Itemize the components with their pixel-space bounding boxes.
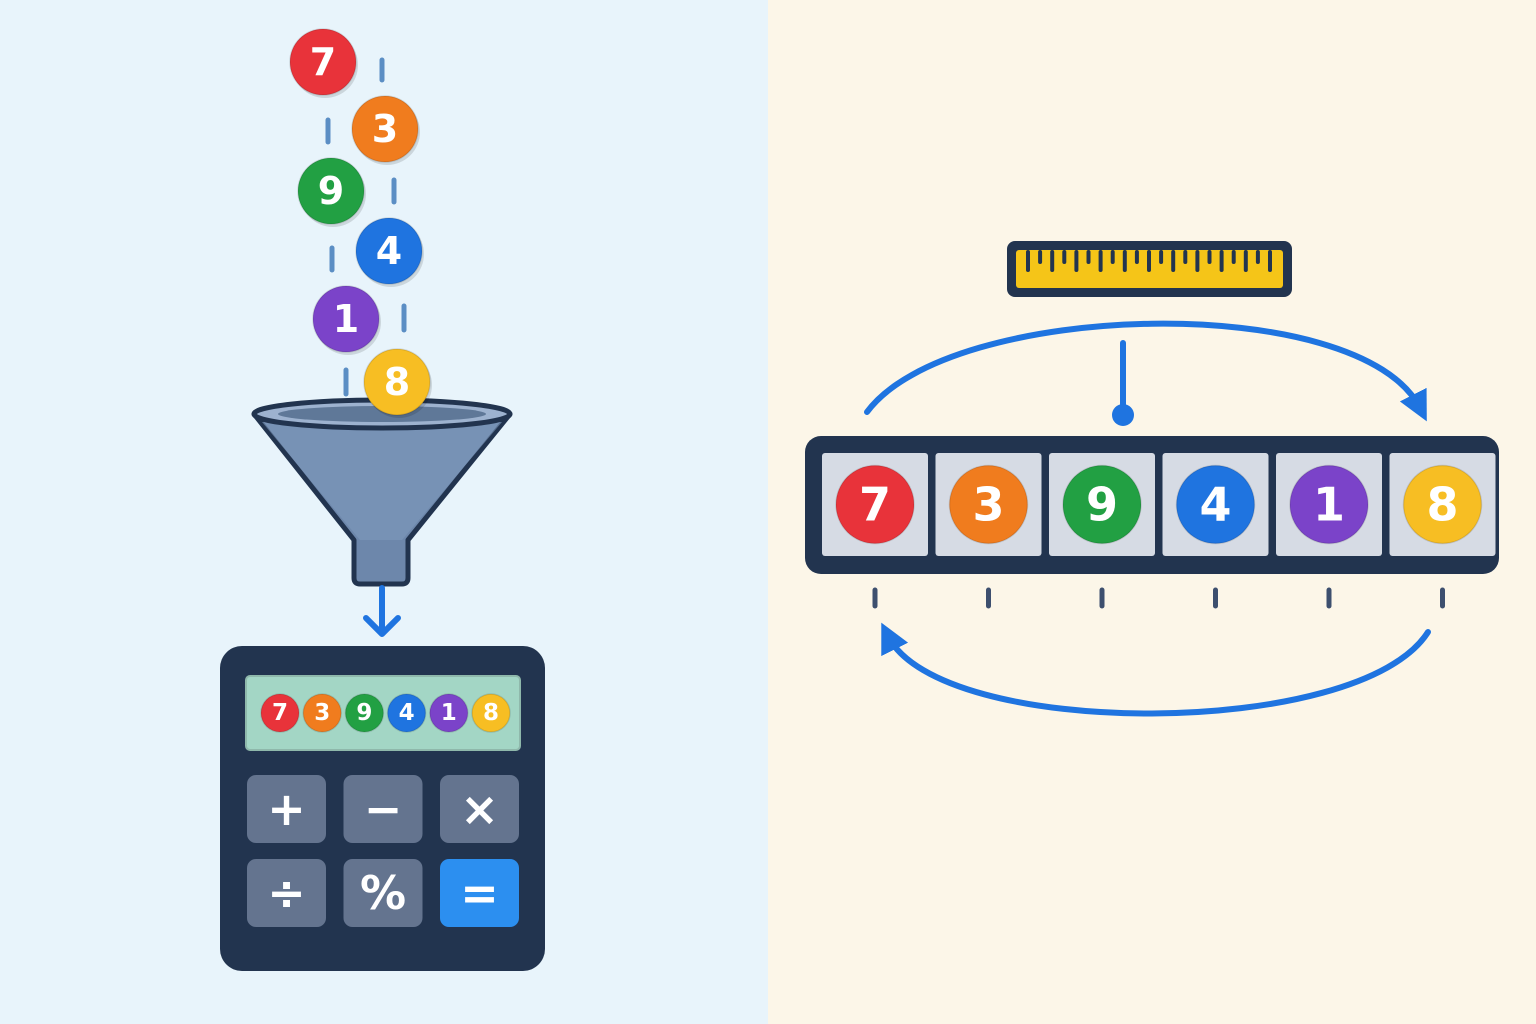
index-ticks: [872, 587, 1445, 609]
display-ball: 8: [471, 693, 511, 733]
array-ball: 4: [1175, 464, 1256, 545]
falling-ball-label: 8: [384, 360, 410, 404]
falling-ball: 8: [363, 348, 432, 418]
calculator-key-label: ÷: [267, 866, 306, 920]
calculator-key: +: [247, 775, 326, 843]
array-cell: 3: [935, 453, 1042, 556]
falling-ball: 9: [297, 157, 366, 227]
array-cell: 7: [822, 453, 928, 556]
display-ball-label: 7: [272, 700, 288, 726]
display-ball-label: 9: [356, 700, 372, 726]
calculator-key: ×: [440, 775, 519, 843]
calculator-key-label: +: [267, 782, 306, 836]
array-ball-label: 3: [972, 478, 1004, 532]
display-ball: 4: [386, 693, 427, 733]
drop-guide-lines: [325, 57, 407, 397]
array-ball: 3: [948, 464, 1029, 545]
falling-ball-label: 1: [333, 297, 359, 341]
array-ball-label: 1: [1313, 478, 1345, 532]
calculator-key: %: [343, 859, 423, 927]
calculator-key-label: ×: [460, 782, 499, 836]
arrow-icon: [864, 320, 1427, 422]
calculator-key-label: %: [360, 866, 406, 920]
array-ball: 8: [1402, 464, 1483, 545]
falling-ball: 7: [289, 28, 358, 98]
array-cell: 1: [1276, 453, 1382, 556]
falling-ball: 3: [351, 95, 420, 165]
display-ball: 9: [344, 693, 385, 733]
display-ball-label: 3: [314, 700, 330, 726]
display-ball-label: 4: [399, 700, 415, 726]
calculator-key: =: [440, 859, 519, 927]
falling-ball-label: 4: [376, 229, 402, 273]
display-ball: 3: [302, 693, 342, 733]
calculator-key: −: [343, 775, 423, 843]
calculator-key-label: −: [364, 782, 403, 836]
array-ball-label: 9: [1086, 478, 1118, 532]
array-cell: 4: [1162, 453, 1269, 556]
falling-ball-label: 9: [318, 169, 344, 213]
display-ball: 1: [429, 693, 469, 733]
array-ball: 7: [835, 464, 915, 545]
number-array: 7 3 9 4 1 8: [805, 436, 1499, 574]
ruler-icon: [1007, 241, 1292, 297]
array-ball: 9: [1062, 464, 1142, 545]
pointer-icon: [1112, 340, 1134, 426]
falling-ball-label: 3: [372, 107, 398, 151]
array-ball-label: 8: [1426, 478, 1458, 532]
array-ball-label: 7: [859, 478, 891, 532]
arrow-icon: [881, 622, 1431, 717]
calculator-key-label: =: [460, 866, 499, 920]
down-arrow-icon: [363, 585, 401, 637]
array-ball-label: 4: [1199, 478, 1231, 532]
funnel-icon: [251, 397, 513, 587]
calculator-key: ÷: [247, 859, 326, 927]
display-ball: 7: [260, 693, 300, 733]
falling-ball: 4: [355, 217, 424, 287]
calculator-keypad: + − × ÷% =: [247, 775, 519, 927]
falling-ball-label: 7: [310, 40, 336, 84]
falling-ball: 1: [312, 285, 381, 355]
array-ball: 1: [1289, 464, 1369, 545]
array-cell: 9: [1049, 453, 1155, 556]
array-cell: 8: [1389, 453, 1496, 556]
display-ball-label: 8: [483, 700, 499, 726]
display-ball-label: 1: [441, 700, 457, 726]
